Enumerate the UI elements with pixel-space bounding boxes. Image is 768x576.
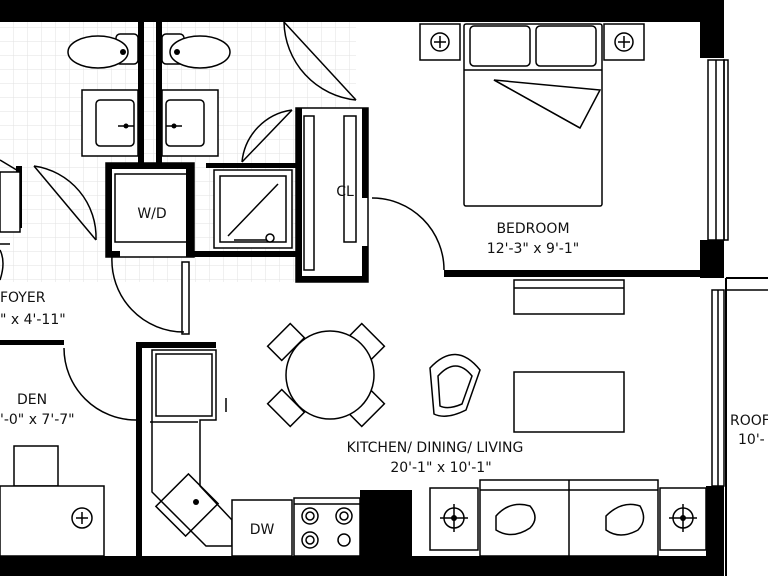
kitchen-name: KITCHEN/ DINING/ LIVING [347,440,524,456]
doors [33,21,445,421]
washer-dryer-label: W/D [137,206,166,222]
roof-dims: 10'- [738,432,765,448]
shower-icon [213,169,293,249]
toilet-left-icon [67,33,139,69]
exterior-walls [0,0,724,576]
living-window [711,289,725,487]
sink-left-icon [81,89,139,157]
den-name: DEN [17,392,47,408]
kitchen-counter-icon [150,349,233,547]
roof-edge [725,277,768,576]
bedroom-window [707,59,729,241]
closet-label: CL [336,184,354,200]
interior-walls [0,22,706,558]
coffee-table-icon [513,371,625,433]
foyer-shelf-icon [0,159,21,281]
bed-icon [463,23,603,207]
den-desk-icon [0,445,105,557]
nightstand-right-icon [603,23,645,61]
dining-table-icon [266,322,386,428]
foyer-dims: " x 4'-11" [0,312,66,328]
sink-right-icon [161,89,219,157]
dishwasher-label: DW [250,522,275,538]
side-table-left-icon [429,487,479,551]
roof-name: ROOF [730,413,768,429]
kitchen-dims: 20'-1" x 10'-1" [390,460,491,476]
bedroom-dims: 12'-3" x 9'-1" [487,241,579,257]
toilet-right-icon [161,33,231,69]
side-table-right-icon [659,487,707,551]
dresser-icon [513,279,625,315]
bedroom-name: BEDROOM [496,221,569,237]
dishwasher-icon [231,499,293,557]
range-icon [293,497,361,557]
sofa-icon [479,479,659,557]
nightstand-left-icon [419,23,461,61]
armchair-icon [429,353,481,417]
foyer-name: FOYER [0,290,46,306]
den-dims: '-0" x 7'-7" [0,412,75,428]
